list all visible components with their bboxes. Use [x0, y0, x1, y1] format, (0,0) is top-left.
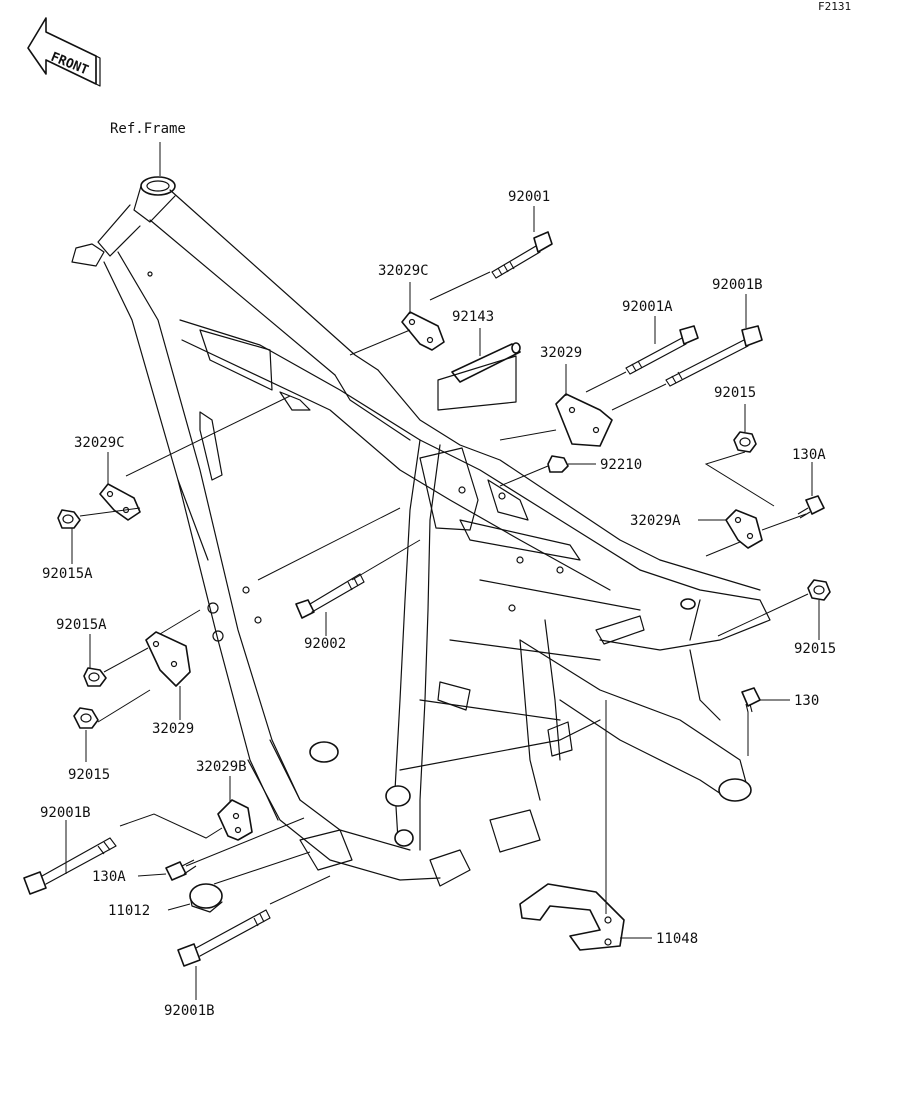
label-92015a-left: 92015A [42, 566, 93, 582]
label-32029c-left: 32029C [74, 435, 125, 451]
label-92143: 92143 [452, 309, 494, 325]
label-92015-far-right: 92015 [794, 641, 836, 657]
label-32029b: 32029B [196, 759, 247, 775]
parts-drawing [23, 231, 831, 967]
frame-drawing [71, 176, 771, 887]
part-labels: Ref.Frame 92001 32029C 92143 92001A 9200… [40, 121, 836, 1019]
label-32029c-top: 32029C [378, 263, 429, 279]
label-11048: 11048 [656, 931, 698, 947]
label-92001a: 92001A [622, 299, 673, 315]
leader-lines [65, 142, 820, 1000]
label-32029-left: 32029 [152, 721, 194, 737]
label-11012: 11012 [108, 903, 150, 919]
label-92001b-top: 92001B [712, 277, 763, 293]
label-ref-frame: Ref.Frame [110, 121, 186, 137]
label-92015-left: 92015 [68, 767, 110, 783]
label-92001b-left: 92001B [40, 805, 91, 821]
label-92001b-bottom: 92001B [164, 1003, 215, 1019]
label-130a-right: 130A [792, 447, 826, 463]
label-32029a: 32029A [630, 513, 681, 529]
label-92015-right: 92015 [714, 385, 756, 401]
label-92210: 92210 [600, 457, 642, 473]
label-130: 130 [794, 693, 819, 709]
label-92015a-mid: 92015A [56, 617, 107, 633]
figure-code: F2131 [818, 0, 851, 13]
label-130a-left: 130A [92, 869, 126, 885]
label-32029-top: 32029 [540, 345, 582, 361]
label-92002: 92002 [304, 636, 346, 652]
front-arrow-icon: FRONT [27, 17, 101, 87]
label-92001: 92001 [508, 189, 550, 205]
